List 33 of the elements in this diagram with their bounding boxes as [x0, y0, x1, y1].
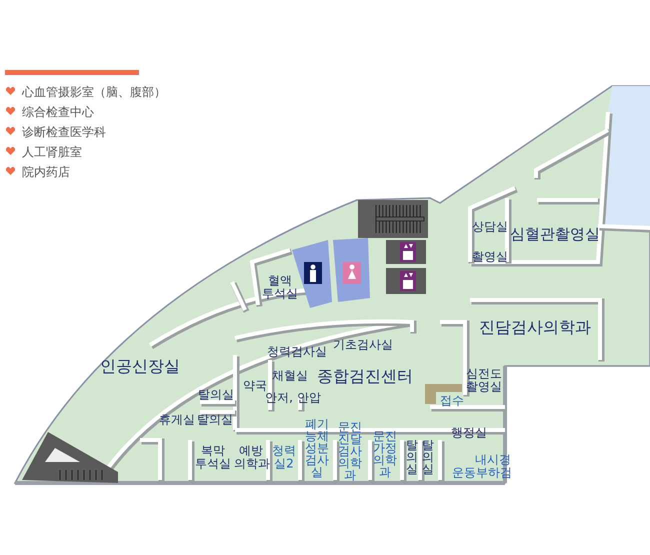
- room-label: 종합검진센터: [317, 368, 413, 386]
- room-label: 복막 투석실: [194, 444, 232, 470]
- room-label: 내시경: [475, 454, 511, 466]
- list-item: 心血管摄影室（脑、腹部）: [22, 86, 166, 98]
- room-label: 인공신장실: [100, 358, 180, 376]
- list-item: 人工肾脏室: [22, 146, 82, 158]
- room-label: 예방 의학과: [234, 444, 268, 470]
- room-label: 약국: [243, 380, 267, 392]
- room-label: 탈의실: [405, 439, 419, 475]
- room-label: 탈의실: [198, 388, 234, 402]
- room-label: 안저, 안압: [265, 392, 321, 404]
- room-label: 혈액 투석실: [261, 274, 299, 300]
- room-label: 접수: [440, 394, 464, 408]
- room-label: 진담검사의학과: [479, 320, 591, 336]
- room-label: 문진진달검사의학과: [337, 421, 363, 481]
- list-item: 综合检查中心: [22, 106, 94, 118]
- room-label: 탈의실: [197, 414, 233, 426]
- room-label: 채혈실: [272, 370, 308, 382]
- room-label: 행정실: [451, 426, 487, 440]
- room-label: 기초검사실: [333, 338, 393, 352]
- room-label: 청력검사실: [267, 346, 327, 358]
- room-label: 심혈관촬영실: [510, 227, 600, 243]
- room-label: 촬영실: [472, 250, 508, 264]
- list-item: 诊断检查医学科: [22, 126, 106, 138]
- room-label: 상담실: [472, 220, 508, 234]
- room-label: 탈의실: [421, 439, 435, 475]
- room-label: 폐기능체성분검사실: [304, 418, 330, 478]
- room-label: 휴게실: [159, 414, 195, 426]
- list-item: 院内药店: [22, 166, 70, 178]
- room-label: 청력 실2: [271, 444, 297, 470]
- room-label: 심전도 촬영실: [465, 367, 503, 393]
- room-label: 운동부하검: [452, 466, 512, 480]
- room-label: 문진가정의학과: [372, 430, 398, 478]
